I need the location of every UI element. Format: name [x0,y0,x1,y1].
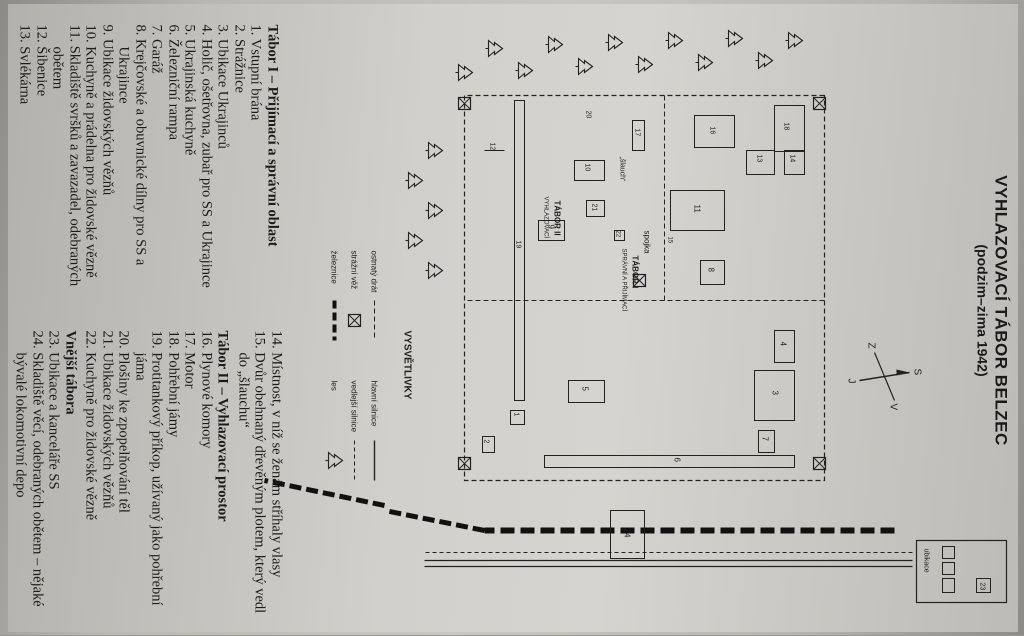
label-3: 3 [770,391,779,396]
legend-item: 3. Ubikace Ukrajinců [214,24,231,149]
label-17: 17 [633,129,640,137]
label-19: 19 [514,241,521,249]
compass-east: V [887,404,898,411]
label-11: 11 [692,205,701,214]
label-4: 4 [778,342,787,347]
legend-item: 1. Vstupní brána [247,24,264,121]
railway [263,478,894,534]
legend-outside-title: Vnější tábora [62,330,78,415]
label-10: 10 [583,164,590,172]
legend-camp2-title: Tábor II – Vyhlazovací prostor [214,330,231,522]
ss-quarters-l1: ubikace [922,549,929,573]
camp2-label: TÁBOR II [552,201,561,236]
compass-south: J [845,379,856,384]
key-forest: les [329,381,338,391]
legend-item: 12. Šibenice [33,24,49,97]
legend-item: 17. Motor [181,330,198,389]
forest-icon [324,451,343,470]
label-16: 16 [708,127,715,135]
legend-camp2: 14. Místnost, v níž se ženám stříhaly vl… [12,330,285,621]
legend-item: 6. Železniční rampa [165,24,181,141]
key-tower: strážní věž [349,251,358,290]
legend-item: 13. Svlékárna [16,24,33,105]
legend-item: 14. Místnost, v níž se ženám stříhaly vl… [268,330,284,578]
legend-item: 23. Ubikace a kanceláře SS [45,330,62,490]
legend-item: 19. Protitankový příkop, užívaný jako po… [132,330,165,606]
legend-item: 7. Garáž [148,24,165,74]
buildings-camp2: 17 16 18 19 20 21 22 [513,100,805,401]
buildings-camp1: 7 6 5 3 4 8 11 9 1 2 10 12 13 1 [481,143,805,559]
label-9: 9 [546,225,555,230]
compass-north: S [911,369,922,376]
legend-item: 15. Dvůr obehnaný dřevěným plotem, který… [235,330,268,614]
compass-west: Z [865,343,876,349]
legend-camp1: Tábor I – Přijímací a správní oblast 1. … [16,25,284,315]
label-7: 7 [760,437,769,442]
tower-icon [812,456,826,471]
tower-icon [812,96,826,111]
label-1: 1 [512,413,519,417]
label-2: 2 [482,440,489,444]
legend-item: 21. Ubikace židovských vězňů [99,330,115,509]
label-24: 24 [622,529,631,538]
compass: S J V Z [845,343,922,411]
ss-quarters-outside: 23 ubikace [915,539,1007,604]
legend-item: 24. Skladiště věcí, odebraných obětem – … [12,330,46,607]
legend-item: 20. Plošiny ke zpopelňování těl [115,330,132,513]
legend-item: 4. Holič, ošetřovna, zubař pro SS a Ukra… [198,24,214,288]
legend-item: 18. Pohřební jámy [165,330,181,438]
label-21: 21 [590,204,597,212]
label-12: 12 [488,143,495,151]
legend-item: 8. Krejčovské a obuvnické dílny pro SS a… [115,24,149,266]
main-roads [424,552,912,568]
legend-item: 16. Plynové komory [198,330,214,449]
key-side-road: vedlejší silnice [349,381,358,433]
book-page [8,4,1018,632]
label-8: 8 [706,268,715,273]
legend-item: 9. Ubikace židovských vězňů [99,24,115,196]
legend-item: 2. Strážnice [231,24,247,93]
map-key: VYSVĚTLIVKY hlavní silnice vedlejší siln… [324,251,414,481]
key-title: VYSVĚTLIVKY [401,331,414,400]
label-13: 13 [755,155,762,163]
legend-item: 10. Kuchyně a prádelna pro židovské vězn… [82,24,99,278]
label-5: 5 [580,387,589,392]
camp1-label: TÁBOR I [630,256,639,289]
legend-item: 5. Ukrajinská kuchyně [181,24,198,156]
lane-label: „šlauch“ [618,157,625,183]
label-15: 15 [666,237,672,244]
label-20: 20 [584,111,591,119]
label-23: 23 [978,583,985,591]
key-main-road: hlavní silnice [369,381,378,427]
tower-icon [347,313,361,328]
siding-label: spojka [642,231,651,255]
legend-item: 22. Kuchyně pro židovské vězně [82,330,99,521]
camp-fence [463,94,825,482]
label-14: 14 [788,155,795,163]
label-18: 18 [782,123,789,131]
key-rail: železnice [329,251,338,285]
label-6: 6 [672,458,681,463]
label-22: 22 [614,231,620,238]
camp1-sub: SPRÁVNÍ A PŘIJÍMACÍ [620,249,628,312]
legend-item: 11. Skladiště svršků a zavazadel, odebra… [49,24,83,287]
key-wire: ostnatý drát [369,251,378,294]
camp2-sub: VYHLAZOVACÍ [542,197,549,239]
legend-camp1-title: Tábor I – Přijímací a správní oblast [264,24,280,247]
